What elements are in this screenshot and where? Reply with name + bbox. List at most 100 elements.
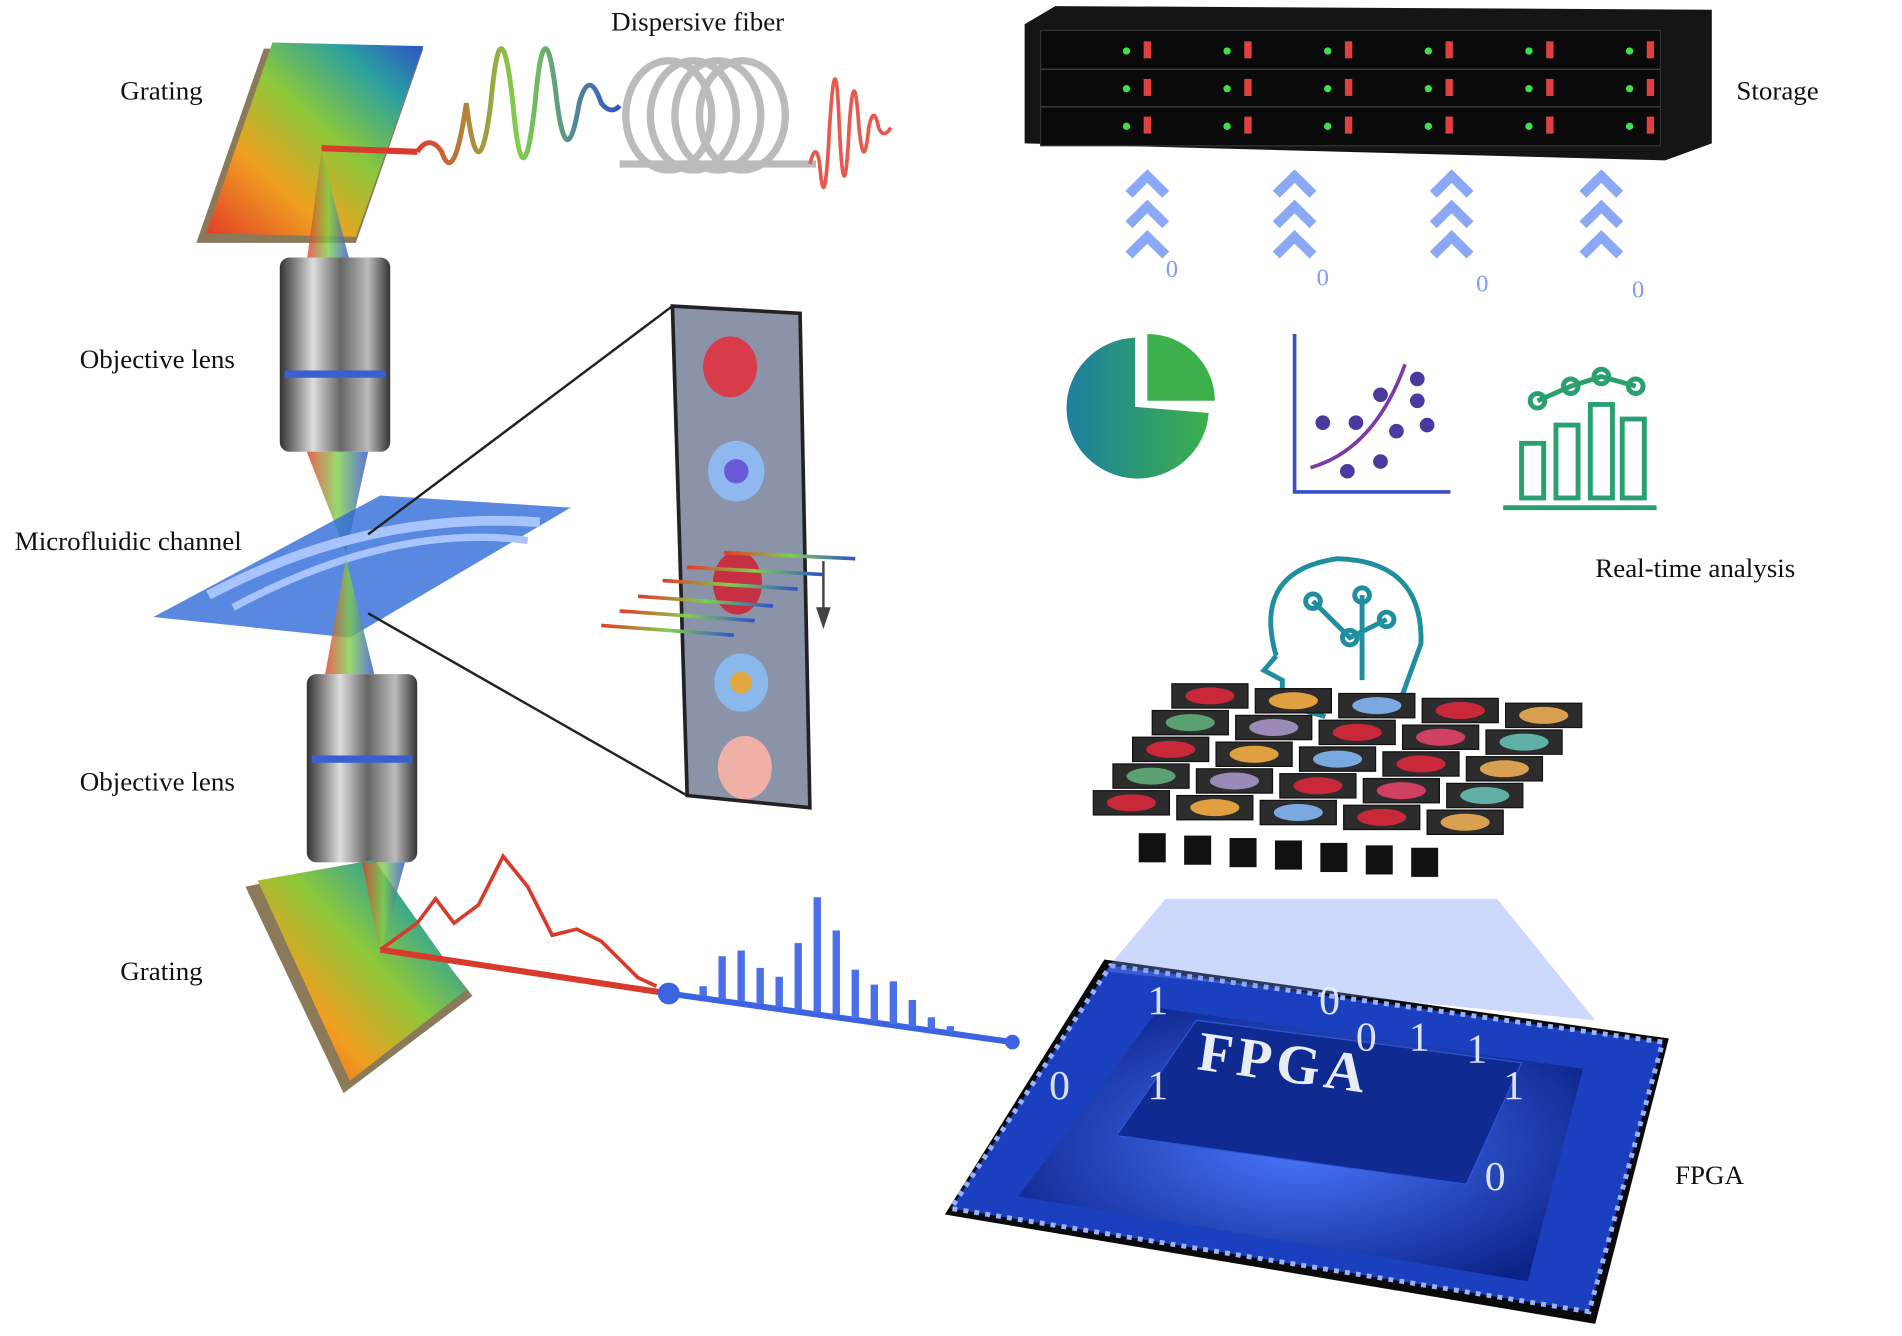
cell-thumbnail xyxy=(1357,808,1407,826)
cell-thumbnail xyxy=(1416,728,1466,746)
cell-pink xyxy=(717,736,772,800)
led xyxy=(1324,85,1332,93)
led xyxy=(1223,47,1231,55)
led xyxy=(1625,47,1634,55)
cell-thumbnail xyxy=(1396,755,1446,773)
cell-thumbnail xyxy=(1376,782,1426,800)
led xyxy=(1424,47,1433,55)
bar xyxy=(794,943,802,1010)
chip-pin xyxy=(1365,845,1393,875)
bar xyxy=(699,986,707,996)
led xyxy=(1223,85,1231,93)
led xyxy=(1424,122,1433,130)
drive-indicator xyxy=(1244,41,1252,59)
bar xyxy=(946,1026,955,1033)
pie-chart-icon xyxy=(1066,334,1215,479)
chip-pin xyxy=(1274,840,1302,870)
label-microfluidic-channel: Microfluidic channel xyxy=(15,526,242,556)
bar xyxy=(870,984,878,1022)
beam-red-top xyxy=(321,145,418,155)
chip-pin xyxy=(1229,838,1257,868)
cell-thumbnail xyxy=(1460,787,1510,805)
binary-digit: 1 xyxy=(1147,977,1168,1023)
drive-indicator xyxy=(1244,78,1252,96)
drive-indicator xyxy=(1244,116,1252,134)
led xyxy=(1525,85,1533,93)
led xyxy=(1223,122,1231,130)
bar xyxy=(851,969,859,1019)
cell-rbc xyxy=(703,336,758,398)
storage-server xyxy=(1024,6,1712,161)
cell-thumbnail xyxy=(1229,745,1279,763)
chip-pin xyxy=(1184,835,1212,865)
digitized-line xyxy=(668,990,1013,1046)
binary-digit: 1 xyxy=(1409,1014,1430,1060)
led xyxy=(1324,47,1332,55)
led xyxy=(1122,122,1131,130)
drive-indicator xyxy=(1344,41,1353,59)
objective-lens-top xyxy=(279,257,391,452)
led xyxy=(1122,47,1131,55)
bar xyxy=(908,999,917,1027)
led xyxy=(1625,122,1634,130)
bar xyxy=(832,930,840,1016)
digitized-bars xyxy=(699,897,955,1033)
cell-thumbnail xyxy=(1293,777,1343,795)
bar xyxy=(775,976,783,1008)
binary-digit: 0 xyxy=(1317,265,1329,292)
cell-thumbnail xyxy=(1146,740,1196,758)
cell-thumbnail xyxy=(1312,750,1363,768)
microfluidic-channel xyxy=(153,495,571,638)
led xyxy=(1424,85,1433,93)
binary-digit: 1 xyxy=(1503,1062,1524,1108)
cell-thumbnail xyxy=(1273,804,1323,822)
bar xyxy=(927,1017,936,1030)
cell-thumbnail xyxy=(1352,697,1402,715)
cell-thumbnail xyxy=(1106,794,1156,812)
cell-image-grid xyxy=(1092,683,1583,877)
cell-thumbnail xyxy=(1209,772,1260,790)
bar xyxy=(718,956,726,999)
led xyxy=(1525,47,1533,55)
bar xyxy=(737,950,745,1002)
label-grating-top: Grating xyxy=(120,76,202,106)
cell-thumbnail xyxy=(1479,760,1529,778)
data-streams xyxy=(1125,169,1624,259)
scan-lines xyxy=(601,550,856,638)
cell-thumbnail xyxy=(1519,706,1569,724)
cell-thumbnail xyxy=(1185,687,1235,705)
label-objective-lens-bottom: Objective lens xyxy=(80,767,235,797)
binary-digit: 0 xyxy=(1166,256,1178,283)
cell-thumbnail xyxy=(1332,723,1382,741)
label-objective-lens-top: Objective lens xyxy=(80,344,235,374)
cell-zoom-panel xyxy=(670,304,812,810)
drive-indicator xyxy=(1546,78,1554,96)
drive-indicator xyxy=(1445,41,1453,59)
grating-bottom xyxy=(245,859,473,1094)
drive-indicator xyxy=(1344,116,1353,134)
led xyxy=(1324,122,1332,130)
cell-thumbnail xyxy=(1249,719,1299,737)
cell-thumbnail xyxy=(1190,799,1240,817)
bar xyxy=(889,981,898,1024)
spectrum-trace xyxy=(379,852,658,988)
fpga-chip: FPGA 1 0 0 1 1 1 0 1 0 xyxy=(944,898,1669,1324)
flow-direction-arrow xyxy=(816,561,831,630)
drive-indicator xyxy=(1143,116,1152,134)
led xyxy=(1525,122,1533,130)
label-storage: Storage xyxy=(1736,76,1818,106)
binary-digit: 0 xyxy=(1632,277,1644,304)
drive-indicator xyxy=(1143,78,1152,96)
chip-pin xyxy=(1411,847,1439,877)
drive-indicator xyxy=(1646,116,1655,134)
bar xyxy=(813,897,821,1013)
drive-indicator xyxy=(1646,41,1655,59)
pulse-waveform xyxy=(415,46,622,166)
binary-digit: 0 xyxy=(1476,271,1488,298)
objective-lens-bottom xyxy=(306,674,418,863)
binary-digit: 1 xyxy=(1147,1062,1168,1108)
dispersive-fiber-coil xyxy=(619,57,817,174)
led xyxy=(1122,85,1131,93)
